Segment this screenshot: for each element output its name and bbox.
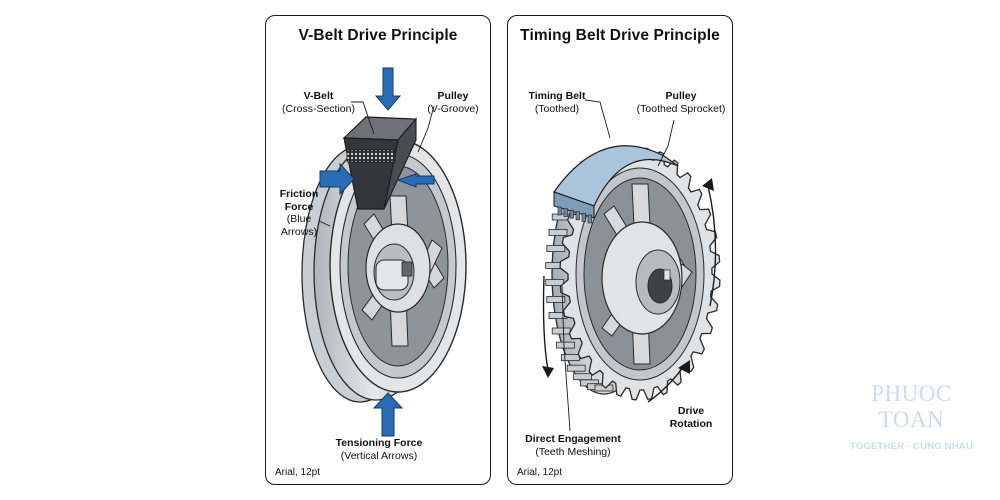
rim-tooth bbox=[551, 327, 571, 335]
timing-panel-title: Timing Belt Drive Principle bbox=[520, 27, 720, 44]
rim-tooth bbox=[548, 228, 568, 236]
belt-tooth bbox=[563, 208, 568, 217]
rim-tooth bbox=[573, 373, 592, 381]
belt-tooth bbox=[581, 213, 586, 222]
brand-watermark: PHUOC TOAN TOGETHER - CUNG NHAU bbox=[838, 381, 985, 452]
timing-panel: Timing Belt Drive Principle bbox=[507, 15, 733, 485]
rotation-arrowhead-icon bbox=[678, 360, 690, 374]
pulley-label: Pulley (V-Groove) bbox=[427, 90, 479, 115]
vbelt-footer-note: Arial, 12pt bbox=[275, 467, 321, 478]
timing-belt-segment bbox=[553, 145, 679, 224]
tensioning-force-label: Tensioning Force (Vertical Arrows) bbox=[335, 437, 423, 462]
belt-tooth bbox=[587, 214, 592, 224]
vbelt-cross-section bbox=[342, 116, 418, 210]
timing-sprocket-illustration bbox=[542, 99, 721, 432]
right-arrow-icon bbox=[319, 162, 355, 196]
vbelt-panel: V-Belt Drive Principle bbox=[265, 15, 491, 485]
belt-tooth bbox=[569, 209, 574, 219]
timing-footer-note: Arial, 12pt bbox=[517, 467, 563, 478]
sprocket-label: Pulley (Toothed Sprocket) bbox=[636, 90, 726, 115]
drive-rotation-label: Drive Rotation bbox=[669, 405, 713, 430]
rotation-arrowhead-icon bbox=[702, 178, 714, 191]
timing-leader-lines bbox=[561, 99, 675, 432]
direct-engagement-label: Direct Engagement (Teeth Meshing) bbox=[525, 433, 621, 458]
leader-lines bbox=[318, 101, 435, 227]
brand-name: PHUOC TOAN bbox=[871, 381, 952, 432]
friction-force-label: Friction Force (Blue Arrows) bbox=[279, 188, 319, 238]
pulley-front-face bbox=[329, 139, 467, 393]
up-arrow-icon bbox=[372, 392, 404, 437]
rim-tooth bbox=[566, 364, 586, 372]
belt-tooth bbox=[557, 206, 562, 216]
down-arrow-icon bbox=[374, 67, 402, 111]
rim-tooth bbox=[545, 279, 565, 286]
left-arrow-icon bbox=[396, 173, 435, 188]
rim-tooth bbox=[546, 295, 566, 303]
timing-belt-label: Timing Belt (Toothed) bbox=[528, 90, 586, 115]
brand-tagline: TOGETHER - CUNG NHAU bbox=[849, 441, 974, 452]
vbelt-pulley-illustration bbox=[301, 67, 467, 437]
rim-tooth bbox=[561, 354, 580, 362]
vbelt-panel-title: V-Belt Drive Principle bbox=[298, 27, 458, 44]
rim-tooth bbox=[546, 245, 566, 253]
vbelt-label: V-Belt (Cross-Section) bbox=[282, 90, 355, 115]
sprocket-front-face bbox=[559, 147, 721, 401]
rotation-arrowhead-icon bbox=[542, 366, 554, 378]
rim-tooth bbox=[556, 341, 575, 349]
belt-tooth bbox=[575, 211, 580, 221]
